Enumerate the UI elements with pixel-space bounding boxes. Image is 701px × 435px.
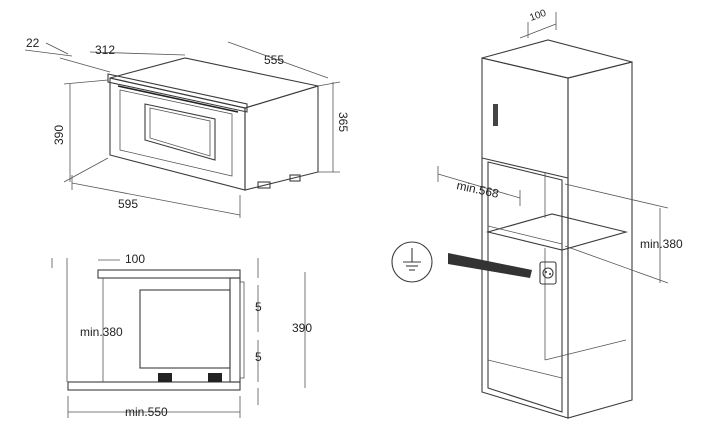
dim-min380-label: min.380 [80,325,123,339]
dim-365-label: 365 [336,112,350,132]
dim-312-label: 312 [95,43,115,57]
niche-shelf [485,213,629,251]
dim-100-label: 100 [125,252,145,266]
dim-390-label: 390 [52,125,66,145]
oven-foot [208,373,222,382]
side-section-view: 100 min.380 5 5 390 min.550 [51,252,312,419]
cabinet-side [567,61,633,419]
oven-foot [158,373,172,382]
dim-22-label: 22 [26,36,40,50]
earth-ground-icon [391,241,433,283]
oven-perspective: 22 312 555 390 365 595 [24,36,350,218]
oven-window [144,103,216,161]
dim-595-label: 595 [118,197,138,211]
oven-handle [117,85,239,113]
oven-top-face [109,57,319,109]
dim-min550-label: min.550 [125,405,168,419]
oven-front-face [109,77,246,191]
tall-cabinet-view: 100 min.568 min.380 [391,8,683,419]
oven-foot [289,174,301,182]
cabinet-dim-min380-label: min.380 [640,237,683,251]
cabinet-top [481,39,633,79]
power-socket-icon [539,261,557,285]
oven-door [119,89,233,177]
cabinet-bottom-shelf [67,381,241,391]
oven-control-strip [107,73,248,113]
cabinet-door-handle [493,104,498,126]
oven-side-body [139,289,231,369]
oven-front-panel [229,277,241,383]
cabinet-dim-min568-label: min.568 [455,178,500,201]
oven-side-face [244,85,319,191]
dim-5-bottom-label: 5 [255,350,262,364]
oven-foot [257,181,271,189]
cabinet-dim-100-label: 100 [528,8,548,24]
pointer-arrow [448,253,532,278]
cabinet-top-shelf [97,269,241,279]
dim-555-label: 555 [264,53,284,67]
dim-390-side-label: 390 [292,321,312,335]
dim-5-top-label: 5 [255,300,262,314]
oven-niche-opening [487,161,563,413]
